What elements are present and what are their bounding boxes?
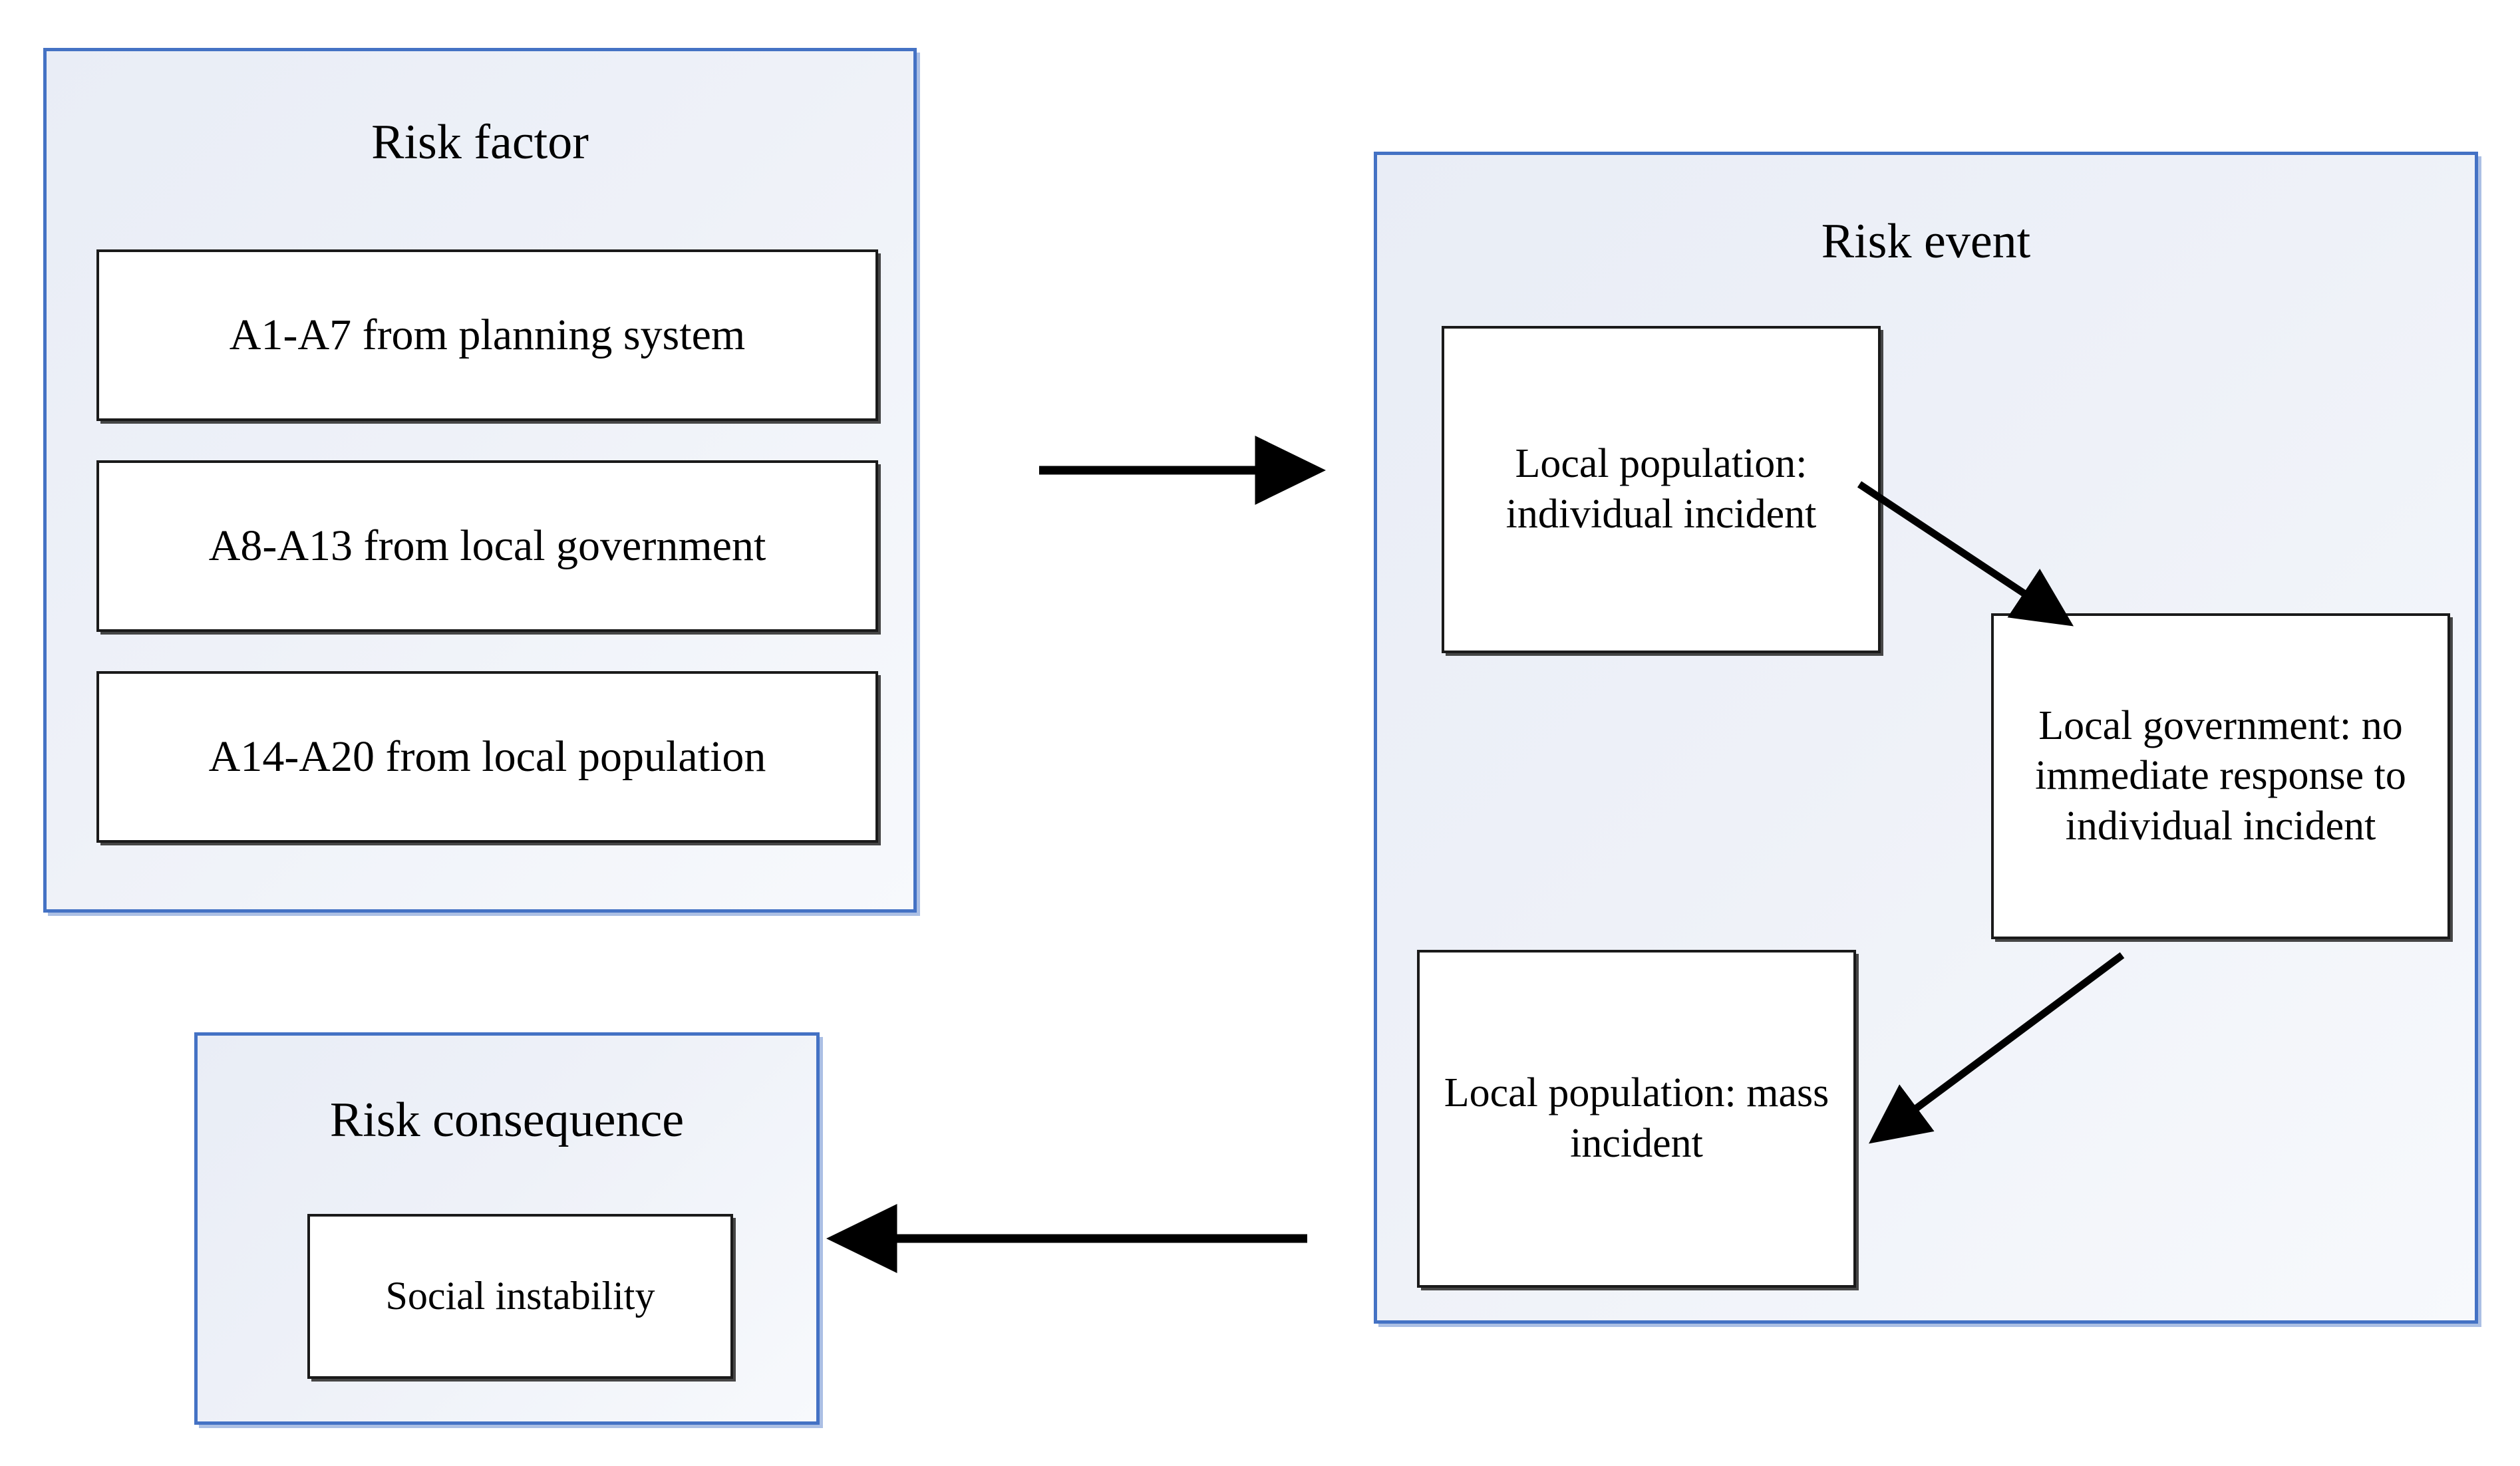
node-local-population-individual-incident[interactable]: Local population: individual incident [1442,326,1881,653]
panel-risk-event[interactable]: Risk event Local population: individual … [1374,152,2478,1324]
node-a1-a7-planning-system[interactable]: A1-A7 from planning system [96,249,878,421]
node-a14-a20-local-population[interactable]: A14-A20 from local population [96,671,878,843]
panel-risk-consequence[interactable]: Risk consequence Social instability [194,1032,820,1425]
panel-risk-factor[interactable]: Risk factor A1-A7 from planning system A… [43,48,917,913]
panel-title-risk-event: Risk event [1821,214,2031,269]
panel-title-risk-consequence: Risk consequence [329,1093,685,1147]
node-a8-a13-local-government[interactable]: A8-A13 from local government [96,460,878,632]
node-local-population-mass-incident[interactable]: Local population: mass incident [1417,950,1856,1288]
node-local-government-no-immediate-response[interactable]: Local government: no immediate response … [1991,613,2450,939]
node-social-instability[interactable]: Social instability [307,1214,733,1379]
panel-title-risk-factor: Risk factor [371,115,589,170]
